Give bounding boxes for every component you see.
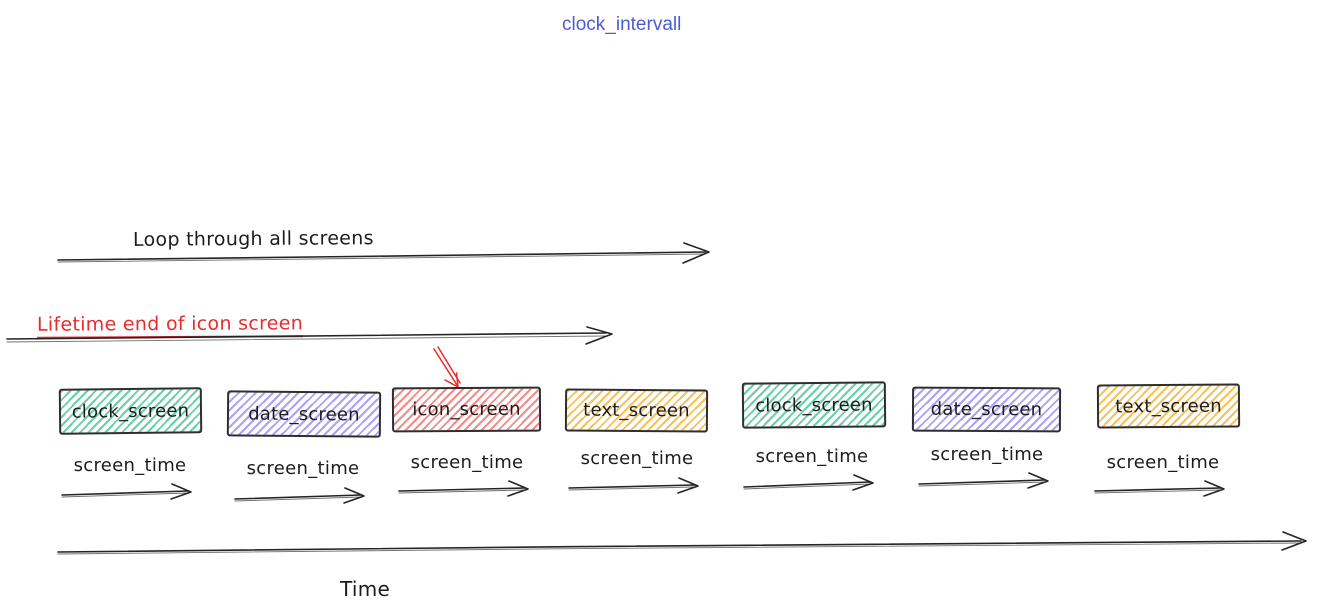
time-axis-arrow: [57, 531, 1307, 555]
screen-time-unit: screen_time: [737, 446, 887, 493]
screen-box-date-2: date_screen: [911, 386, 1062, 433]
screen-box-text-2: text_screen: [1096, 383, 1241, 429]
screen-time-arrow: [568, 477, 699, 494]
screen-box-label: icon_screen: [412, 398, 521, 421]
screen-time-unit: screen_time: [392, 452, 542, 499]
screen-box-label: date_screen: [248, 403, 360, 425]
screen-time-arrow: [1094, 480, 1225, 497]
screen-time-arrow: [61, 483, 192, 500]
page-title: clock_intervall: [562, 14, 682, 35]
screen-time-label: screen_time: [73, 455, 187, 476]
screen-box-label: text_screen: [583, 399, 690, 422]
screen-time-unit: screen_time: [912, 444, 1062, 491]
screen-time-label: screen_time: [410, 452, 524, 473]
screen-time-unit: screen_time: [228, 458, 378, 505]
screen-time-label: screen_time: [930, 444, 1044, 465]
screen-time-label: screen_time: [1106, 452, 1220, 473]
screen-box-label: text_screen: [1115, 395, 1222, 417]
screen-box-icon: icon_screen: [391, 386, 542, 433]
screen-time-arrow: [398, 480, 529, 497]
screen-box-text-1: text_screen: [564, 388, 709, 433]
time-axis-label: Time: [340, 577, 391, 601]
screen-time-arrow: [918, 472, 1049, 489]
lifetime-arrow: [6, 326, 613, 345]
screen-box-date-1: date_screen: [226, 390, 382, 438]
screen-box-label: clock_screen: [755, 393, 873, 417]
screen-time-unit: screen_time: [55, 455, 205, 502]
screen-box-clock-2: clock_screen: [741, 381, 887, 429]
screen-time-unit: screen_time: [562, 448, 712, 495]
screen-time-arrow: [234, 487, 365, 504]
screen-box-label: date_screen: [930, 398, 1043, 421]
screen-time-label: screen_time: [246, 458, 360, 479]
loop-arrow: [57, 242, 710, 264]
screen-time-label: screen_time: [580, 448, 694, 469]
screen-time-unit: screen_time: [1088, 452, 1238, 499]
screen-time-label: screen_time: [755, 446, 869, 467]
screen-box-label: clock_screen: [71, 399, 190, 423]
screen-box-clock-1: clock_screen: [58, 387, 203, 435]
screen-time-arrow: [743, 474, 874, 491]
